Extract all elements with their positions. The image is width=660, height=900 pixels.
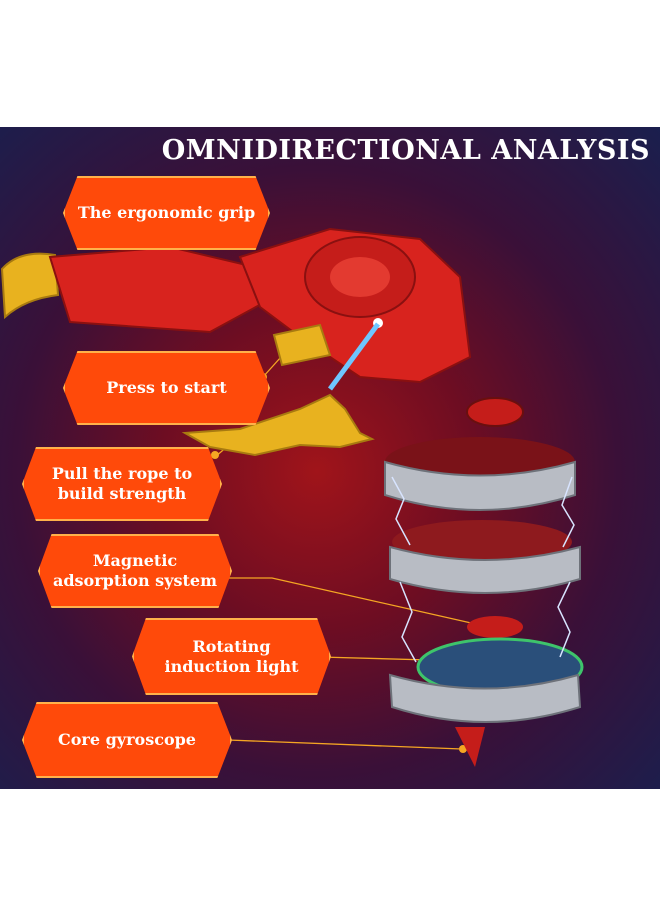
label-rotating-light: Rotating induction light [132, 618, 331, 695]
label-ergonomic-grip-text: The ergonomic grip [77, 203, 256, 222]
page-title: OMNIDIRECTIONAL ANALYSIS [161, 135, 650, 166]
launcher [0, 227, 472, 384]
product-infographic: OMNIDIRECTIONAL ANALYSIS The ergonomic g… [0, 127, 660, 789]
product-illustration [0, 227, 584, 767]
pull-handle [181, 393, 375, 457]
label-pull-rope-line1: Pull the rope to [51, 464, 193, 483]
label-core-gyroscope-text: Core gyroscope [58, 730, 196, 749]
ripcord [327, 322, 381, 391]
spinning-top [384, 397, 584, 767]
label-pull-rope-line2: build strength [57, 484, 187, 503]
label-rotating-line2: induction light [164, 656, 299, 676]
label-press-to-start: Press to start [63, 351, 270, 425]
label-ergonomic-grip: The ergonomic grip [63, 176, 270, 250]
label-core-gyroscope: Core gyroscope [22, 702, 232, 778]
label-magnetic-line2: adsorption system [52, 571, 217, 590]
label-magnetic-line1: Magnetic [92, 551, 178, 570]
label-magnetic-adsorption: Magnetic adsorption system [38, 534, 232, 608]
label-pull-rope: Pull the rope to build strength [22, 447, 222, 521]
label-press-to-start-text: Press to start [106, 378, 227, 397]
lightning-effects [391, 476, 575, 663]
label-rotating-line1: Rotating [192, 636, 271, 656]
